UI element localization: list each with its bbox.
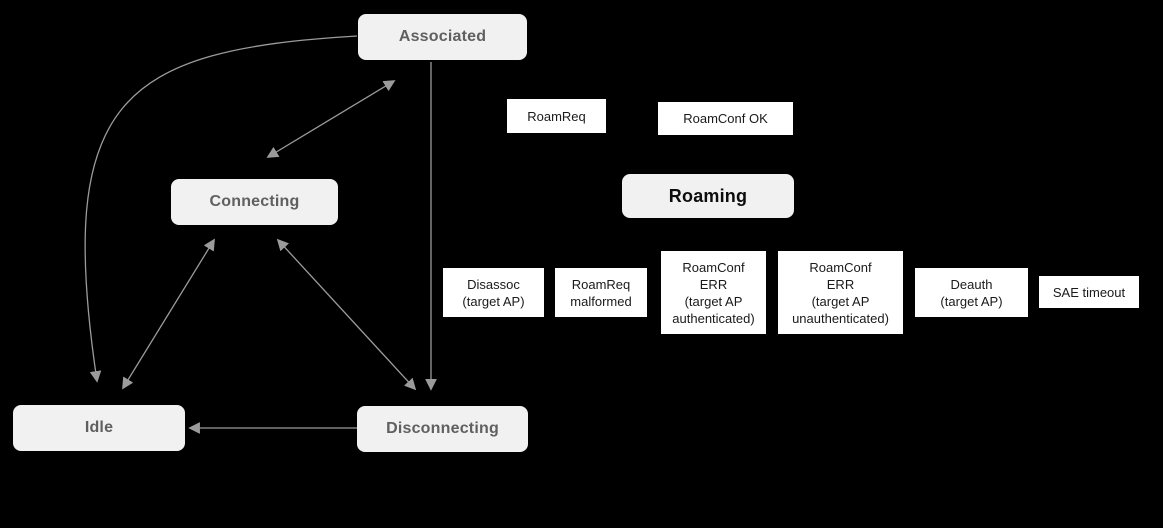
- state-disconnecting-label: Disconnecting: [386, 420, 499, 437]
- transition-label-roamconf-err-unauthenticated[interactable]: RoamConf ERR (target AP unauthenticated): [778, 251, 903, 334]
- edge-connecting-disconnecting: [276, 238, 417, 391]
- transition-label-sae-timeout[interactable]: SAE timeout: [1039, 276, 1139, 308]
- transition-label-roamconf-ok[interactable]: RoamConf OK: [658, 102, 793, 135]
- transition-label-disassoc-target-ap[interactable]: Disassoc (target AP): [443, 268, 544, 317]
- state-connecting[interactable]: Connecting: [171, 179, 338, 225]
- state-roaming-label: Roaming: [668, 185, 748, 206]
- state-idle[interactable]: Idle: [13, 405, 185, 451]
- edge-connecting-idle: [122, 238, 215, 390]
- transition-label-roamreq-malformed[interactable]: RoamReq malformed: [555, 268, 647, 317]
- transition-label-roamreq[interactable]: RoamReq: [507, 99, 606, 133]
- transition-label-roamconf-err-authenticated[interactable]: RoamConf ERR (target AP authenticated): [661, 251, 766, 334]
- transition-label-deauth-target-ap[interactable]: Deauth (target AP): [915, 268, 1028, 317]
- state-disconnecting[interactable]: Disconnecting: [357, 406, 528, 452]
- edge-associated-connecting: [266, 80, 396, 158]
- state-associated-label: Associated: [398, 28, 487, 45]
- state-associated[interactable]: Associated: [358, 14, 527, 60]
- state-idle-label: Idle: [84, 419, 114, 436]
- edge-associated-to-idle: [84, 35, 358, 383]
- state-roaming[interactable]: Roaming: [622, 174, 794, 218]
- state-connecting-label: Connecting: [209, 193, 300, 210]
